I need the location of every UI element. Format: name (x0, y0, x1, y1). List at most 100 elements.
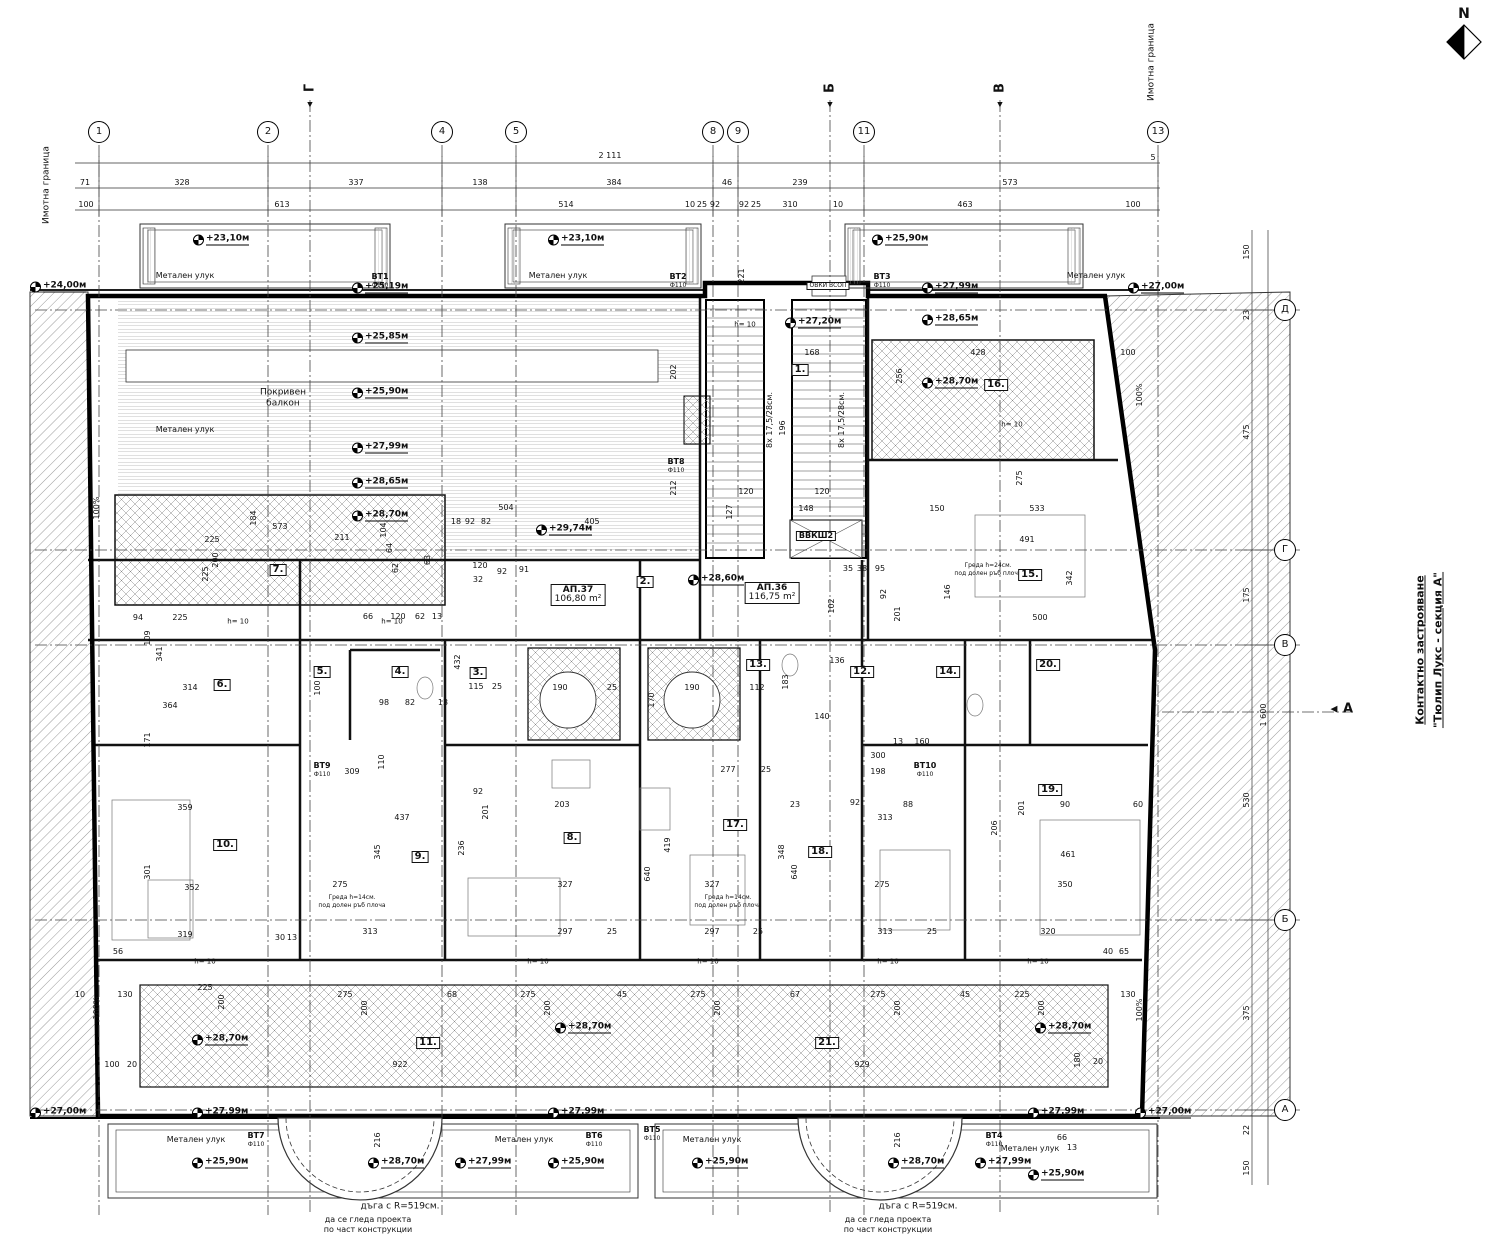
elevation-value: +27,99м (205, 1106, 249, 1119)
elevation-value: +28,70м (381, 1156, 425, 1169)
dim-label: 146 (943, 584, 952, 600)
dim-label: 275 (870, 990, 886, 999)
dim-label: 120 (472, 561, 488, 570)
benchmark-icon (872, 234, 883, 246)
dim-label: 25 (606, 927, 618, 936)
pipe-dia-label: Ф110 (916, 771, 934, 778)
benchmark-icon (193, 234, 204, 246)
elevation-value: +25,85м (365, 331, 409, 344)
benchmark-icon (192, 1157, 203, 1169)
dim-label: 256 (895, 368, 904, 384)
dim-label: 92 (738, 200, 750, 209)
dim-label: 25 (752, 927, 764, 936)
elevation-marker: +28,60м (688, 574, 745, 586)
adjacent-building-note-line2: "Тюлип Лукс - секция А" (1431, 571, 1445, 729)
elevation-value: +27,20м (798, 316, 842, 329)
height-note: h= 10 (697, 957, 719, 966)
elevation-value: +27,00м (1141, 281, 1185, 294)
dim-label: 463 (957, 200, 973, 209)
benchmark-icon (455, 1157, 466, 1169)
dim-label: 348 (777, 844, 786, 860)
shaft-label: ВВКШ2 (795, 531, 837, 541)
elevation-marker: +28,70м (192, 1034, 249, 1046)
elevation-value: +27,99м (988, 1156, 1032, 1169)
height-note: h= 10 (527, 957, 549, 966)
dim-label: 130 (117, 990, 133, 999)
dim-label: 112 (749, 683, 765, 692)
dim-label: 109 (143, 630, 152, 646)
pipe-dia-label: Ф110 (985, 1141, 1003, 1148)
benchmark-icon (30, 1107, 41, 1119)
arc-note: дъга с R=519см. (360, 1201, 440, 1212)
roof-balcony-label: Покривен (260, 387, 306, 398)
elevation-value: +25,90м (365, 386, 409, 399)
axis-bubble-8: 8 (702, 121, 724, 143)
benchmark-icon (352, 442, 363, 454)
dim-label: 20 (126, 1060, 138, 1069)
north-label: N (1458, 6, 1470, 22)
axis-bubble-2: 2 (257, 121, 279, 143)
dim-label: 216 (893, 1132, 902, 1148)
dim-label: 200 (543, 1000, 552, 1016)
axis-bubble-4: 4 (431, 121, 453, 143)
axis-bubble-Б: Б (1274, 909, 1296, 931)
elevation-value: +27,99м (561, 1106, 605, 1119)
dim-label: 45 (616, 990, 628, 999)
elevation-marker: +27,00м (30, 1107, 87, 1119)
arc-note: дъга с R=519см. (878, 1201, 958, 1212)
elevation-marker: +25,90м (1028, 1169, 1085, 1181)
elevation-marker: +27,99м (455, 1157, 512, 1169)
compass-icon (1446, 24, 1482, 60)
dim-label: 25 (750, 200, 762, 209)
dim-label: 275 (337, 990, 353, 999)
benchmark-icon (548, 1157, 559, 1169)
slope-label: 100% (1135, 998, 1144, 1022)
dim-label: 275 (332, 880, 348, 889)
dim-label: 198 (870, 767, 886, 776)
elevation-value: +28,65м (935, 313, 979, 326)
dim-label: 150 (1242, 1160, 1251, 1176)
room-number: 2. (636, 576, 654, 588)
benchmark-icon (1028, 1169, 1039, 1181)
elevation-marker: +25,90м (352, 386, 409, 399)
height-note: h= 10 (734, 320, 756, 329)
dim-label: 375 (1242, 1005, 1251, 1021)
dim-label: 30 (274, 933, 286, 942)
elevation-value: +27,99м (365, 441, 409, 454)
dim-label: 190 (684, 683, 700, 692)
dim-label: 225 (204, 535, 220, 544)
pipe-dia-label: Ф110 (313, 771, 331, 778)
axis-bubble-5: 5 (505, 121, 527, 143)
elevation-value: +25,90м (705, 1156, 749, 1169)
room-number: 12. (850, 666, 874, 678)
dim-label: 82 (404, 698, 416, 707)
vt-label: ВТ6 (585, 1131, 603, 1140)
section-triangle-icon: ◀ (1330, 704, 1338, 715)
dim-label: 13 (892, 737, 904, 746)
benchmark-icon (692, 1157, 703, 1169)
dim-label: 500 (1032, 613, 1048, 622)
elevation-marker: +28,65м (922, 313, 979, 326)
construction-note: по част конструкции (323, 1225, 413, 1234)
dim-label: 168 (804, 348, 820, 357)
room-number: 3. (469, 667, 487, 679)
hvac-label: ОВКИ ВСОП (806, 282, 850, 290)
dim-label: 200 (1037, 1000, 1046, 1016)
elevation-value: +25,90м (885, 233, 929, 246)
elevation-value: +23,10м (561, 233, 605, 246)
elevation-value: +28,65м (365, 476, 409, 489)
dim-label: 202 (669, 364, 678, 380)
dim-label: 63 (423, 554, 432, 566)
dim-label: 13 (1066, 1143, 1078, 1152)
adjacent-building-note-line1: Контактно застрояване (1413, 575, 1427, 725)
height-note: h= 10 (381, 617, 403, 626)
dim-label: 23 (789, 800, 801, 809)
dim-label: 437 (394, 813, 410, 822)
axis-bubble-9: 9 (727, 121, 749, 143)
dim-label: 110 (377, 754, 386, 770)
vt-label: ВТ3 (873, 272, 891, 281)
dim-label: 328 (174, 178, 190, 187)
room-number: 11. (416, 1037, 440, 1049)
dim-label: 92 (472, 787, 484, 796)
